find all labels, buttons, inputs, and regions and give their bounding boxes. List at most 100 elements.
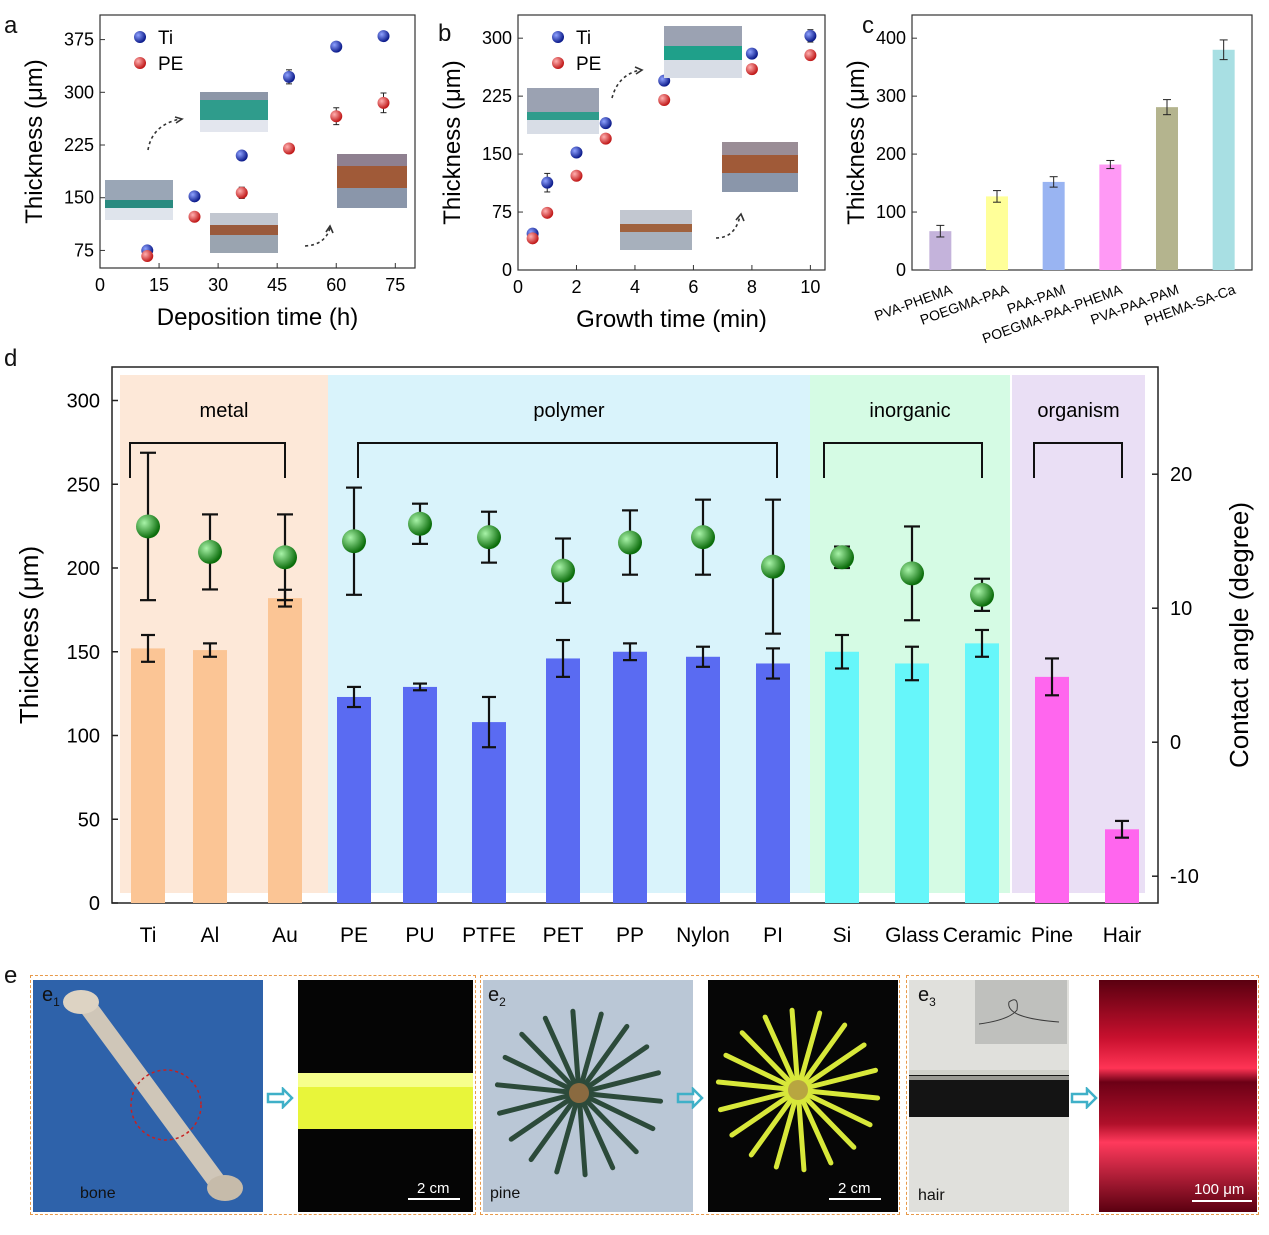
- group-label-inorganic: inorganic: [869, 400, 950, 422]
- pine-needle: [576, 1090, 616, 1171]
- arrow-dashed: [611, 69, 641, 99]
- photo-pine-fluorescent: [708, 980, 898, 1212]
- data-point-pe: [330, 110, 343, 123]
- bar-ptfe: [472, 722, 506, 903]
- data-point-pe: [599, 132, 612, 145]
- x-tick-label: 10: [800, 277, 820, 297]
- arrow-right-icon: [1070, 1085, 1098, 1111]
- pine-needle: [576, 1090, 664, 1104]
- bar: [1099, 164, 1122, 270]
- x-tick-label: 2: [571, 277, 581, 297]
- scale-bar-label: 2 cm: [417, 1180, 450, 1197]
- photo-caption-bone: bone: [80, 1185, 116, 1202]
- group-bracket: [129, 442, 286, 478]
- inset-photo-a4: [337, 154, 407, 208]
- bar-pu: [403, 686, 437, 903]
- x-tick-label: 4: [630, 277, 640, 297]
- pine-needle: [717, 1087, 801, 1113]
- pine-core: [569, 1083, 589, 1103]
- pine-needle: [789, 1007, 801, 1093]
- arrowhead: [735, 212, 745, 222]
- contact-angle-point: [691, 525, 715, 550]
- contact-angle-point: [136, 514, 160, 539]
- plot-frame: [99, 14, 416, 269]
- group-band-organism: [1012, 375, 1145, 893]
- contact-angle-point: [970, 582, 994, 607]
- pine-needle: [795, 1022, 848, 1093]
- pine-needle: [729, 1087, 801, 1138]
- bar-hair: [1105, 829, 1139, 903]
- arrowhead: [174, 116, 184, 124]
- inset-photo-a1: [105, 180, 173, 220]
- y-tick-label: 100: [67, 726, 100, 748]
- bar-ti: [131, 648, 165, 903]
- bar-nylon: [686, 656, 720, 903]
- photo-hair: [909, 980, 1069, 1212]
- y-tick-label: 75: [492, 202, 512, 222]
- photo-frame-e3: [906, 975, 1259, 1215]
- x-tick-label: 60: [326, 275, 346, 295]
- category-label: PP: [616, 924, 644, 947]
- contact-angle-point: [618, 530, 642, 555]
- legend-label-ti: Ti: [158, 28, 173, 49]
- arrowhead: [634, 66, 644, 75]
- bar-pine: [1035, 676, 1069, 903]
- pine-needle: [795, 1087, 857, 1150]
- pine-needle: [502, 1054, 582, 1096]
- x-tick-label: 75: [385, 275, 405, 295]
- bar-al: [193, 650, 227, 903]
- data-point-pe: [658, 94, 671, 106]
- category-label: Ceramic: [943, 924, 1021, 947]
- category-label: Glass: [885, 924, 939, 947]
- bar-si: [825, 651, 859, 903]
- x-tick-label: 0: [513, 277, 523, 297]
- pine-needle: [528, 1090, 582, 1163]
- contact-angle-point: [273, 545, 297, 570]
- data-point-ti: [330, 40, 343, 53]
- photo-label-e3: e3: [918, 984, 936, 1009]
- legend-marker-pe: [552, 57, 564, 69]
- contact-angle-point: [761, 554, 785, 579]
- data-point-pe: [377, 96, 390, 109]
- category-label: Au: [272, 924, 298, 947]
- pine-needle: [576, 1090, 588, 1178]
- y-tick-label: 300: [64, 82, 94, 102]
- scale-bar: [1192, 1200, 1252, 1202]
- category-label: PTFE: [462, 924, 516, 947]
- photo-frame-e1: [30, 975, 476, 1215]
- y-axis-label: Thickness (μm): [21, 59, 48, 224]
- x-tick-label: 30: [208, 275, 228, 295]
- y-tick-label: 300: [482, 28, 512, 48]
- y-axis-label: Thickness (μm): [14, 546, 44, 724]
- category-label: PI: [763, 924, 783, 947]
- plot-frame: [911, 14, 1253, 271]
- photo-hair-fluorescent: [1099, 980, 1257, 1212]
- photo-frame-e2: [480, 975, 900, 1215]
- pine-needle: [739, 1030, 801, 1093]
- arrow-right-icon: [266, 1085, 294, 1111]
- panel-label-a: a: [4, 12, 18, 39]
- data-point-pe: [804, 49, 817, 62]
- inset-photo-b1: [527, 88, 599, 134]
- arrow-right-icon: [676, 1085, 704, 1111]
- contact-angle-point: [551, 558, 575, 583]
- pine-needle: [576, 1044, 650, 1096]
- data-point-ti: [377, 30, 390, 43]
- x-tick-label: 0: [95, 275, 105, 295]
- photo-bone: [33, 980, 263, 1212]
- arrow-dashed: [304, 227, 331, 247]
- data-point-ti: [804, 29, 817, 42]
- y2-tick-label: 20: [1170, 464, 1192, 486]
- y-axis-label: Thickness (μm): [843, 60, 870, 225]
- data-point-ti: [235, 149, 248, 162]
- data-point-pe: [188, 210, 201, 223]
- pine-needle: [508, 1090, 582, 1142]
- pine-needle: [795, 1087, 881, 1101]
- pine-needle: [576, 1070, 661, 1096]
- y-tick-label: 200: [67, 558, 100, 580]
- legend-marker-ti: [552, 31, 564, 43]
- photo-caption-hair: hair: [918, 1187, 945, 1204]
- legend-label-ti: Ti: [576, 28, 591, 49]
